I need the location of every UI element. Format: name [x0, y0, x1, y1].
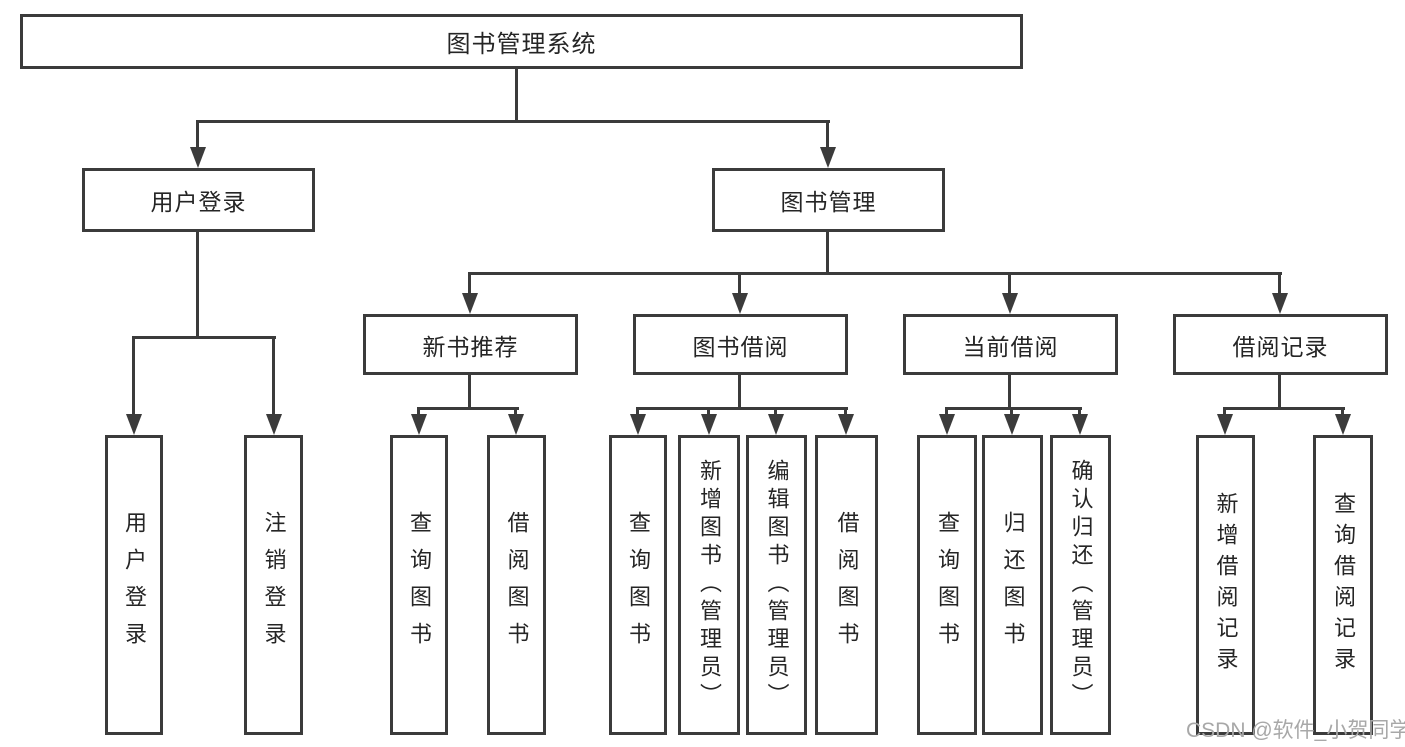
edge-drop-current [1008, 272, 1011, 296]
node-new-book-recommend-label: 新书推荐 [422, 333, 519, 360]
leaf-add-book-admin-label: 新增图书（管理员） [697, 459, 722, 711]
edge-leaf-drop [1010, 407, 1013, 419]
arrow-down-icon [411, 414, 427, 435]
leaf-logout: 注销登录 [244, 435, 303, 735]
edge-leaf-drop [945, 407, 948, 419]
arrow-down-icon [1272, 293, 1288, 314]
edge-drop-records [1278, 272, 1281, 296]
leaf-current-query-book: 查询图书 [917, 435, 977, 735]
edge-leaf-drop [514, 407, 517, 419]
arrow-down-icon [508, 414, 524, 435]
node-root: 图书管理系统 [20, 14, 1023, 69]
edge-records-drop [1278, 375, 1281, 407]
edge-drop-book-management [826, 120, 829, 150]
edge-recommend-drop [468, 375, 471, 407]
node-book-borrow-label: 图书借阅 [692, 333, 789, 360]
arrow-down-icon [939, 414, 955, 435]
edge-leaf-drop [1341, 407, 1344, 419]
node-new-book-recommend: 新书推荐 [363, 314, 578, 375]
leaf-current-query-book-label: 查询图书 [935, 511, 960, 659]
edge-leaf-drop [774, 407, 777, 419]
node-book-management: 图书管理 [712, 168, 945, 232]
node-user-login: 用户登录 [82, 168, 315, 232]
edge-current-drop [1008, 375, 1011, 407]
arrow-down-icon [266, 414, 282, 435]
edge-recommend-bar [417, 407, 519, 410]
arrow-down-icon [1072, 414, 1088, 435]
leaf-borrow-book-label: 借阅图书 [834, 511, 860, 659]
edge-level3-bar [468, 272, 1282, 275]
edge-drop-leaf-logout [272, 336, 275, 416]
leaf-confirm-return-admin: 确认归还（管理员） [1050, 435, 1111, 735]
edge-drop-borrow [738, 272, 741, 296]
edge-level1-bar [196, 120, 830, 123]
leaf-recommend-borrow-book-label: 借阅图书 [504, 511, 530, 659]
leaf-recommend-borrow-book: 借阅图书 [487, 435, 546, 735]
leaf-borrow-query-book-label: 查询图书 [626, 511, 651, 659]
node-borrow-records: 借阅记录 [1173, 314, 1388, 375]
edge-leaf-drop [844, 407, 847, 419]
leaf-return-book: 归还图书 [982, 435, 1043, 735]
edge-leaf-drop [636, 407, 639, 419]
leaf-return-book-label: 归还图书 [1000, 511, 1026, 659]
node-current-borrow: 当前借阅 [903, 314, 1118, 375]
edge-leaf-drop [707, 407, 710, 419]
csdn-watermark: CSDN @软件_小贺同学 [1186, 719, 1405, 742]
edge-drop-user-login [196, 120, 199, 150]
arrow-down-icon [462, 293, 478, 314]
arrow-down-icon [190, 147, 206, 168]
arrow-down-icon [838, 414, 854, 435]
leaf-query-borrow-record-label: 查询借阅记录 [1331, 492, 1356, 678]
edge-book-management-drop [826, 232, 829, 272]
node-book-management-label: 图书管理 [780, 189, 877, 215]
leaf-recommend-query-book: 查询图书 [390, 435, 448, 735]
node-current-borrow-label: 当前借阅 [962, 333, 1059, 360]
leaf-borrow-book: 借阅图书 [815, 435, 878, 735]
arrow-down-icon [768, 414, 784, 435]
leaf-edit-book-admin: 编辑图书（管理员） [746, 435, 807, 735]
edge-current-bar [945, 407, 1082, 410]
leaf-logout-label: 注销登录 [261, 511, 287, 659]
node-user-login-label: 用户登录 [150, 189, 247, 215]
arrow-down-icon [1002, 293, 1018, 314]
leaf-query-borrow-record: 查询借阅记录 [1313, 435, 1373, 735]
arrow-down-icon [126, 414, 142, 435]
leaf-recommend-query-book-label: 查询图书 [407, 511, 432, 659]
arrow-down-icon [630, 414, 646, 435]
edge-borrow-bar [636, 407, 848, 410]
edge-leaf-drop [417, 407, 420, 419]
arrow-down-icon [1217, 414, 1233, 435]
edge-borrow-drop [738, 375, 741, 407]
node-root-label: 图书管理系统 [446, 31, 597, 58]
leaf-borrow-query-book: 查询图书 [609, 435, 667, 735]
edge-user-login-drop [196, 232, 199, 336]
leaf-add-borrow-record-label: 新增借阅记录 [1213, 492, 1239, 678]
edge-leaf-drop [1223, 407, 1226, 419]
edge-drop-leaf-user-login [132, 336, 135, 416]
leaf-edit-book-admin-label: 编辑图书（管理员） [764, 459, 790, 711]
edge-records-bar [1223, 407, 1345, 410]
edge-leaf-drop [1078, 407, 1081, 419]
arrow-down-icon [820, 147, 836, 168]
edge-root-drop [515, 69, 518, 120]
edge-user-login-bar [132, 336, 276, 339]
leaf-add-book-admin: 新增图书（管理员） [678, 435, 740, 735]
leaf-add-borrow-record: 新增借阅记录 [1196, 435, 1255, 735]
node-borrow-records-label: 借阅记录 [1232, 333, 1329, 360]
leaf-user-login-label: 用户登录 [122, 511, 147, 659]
arrow-down-icon [701, 414, 717, 435]
arrow-down-icon [1335, 414, 1351, 435]
arrow-down-icon [1004, 414, 1020, 435]
leaf-confirm-return-admin-label: 确认归还（管理员） [1068, 459, 1094, 711]
edge-drop-recommend [468, 272, 471, 296]
leaf-user-login: 用户登录 [105, 435, 163, 735]
arrow-down-icon [732, 293, 748, 314]
node-book-borrow: 图书借阅 [633, 314, 848, 375]
